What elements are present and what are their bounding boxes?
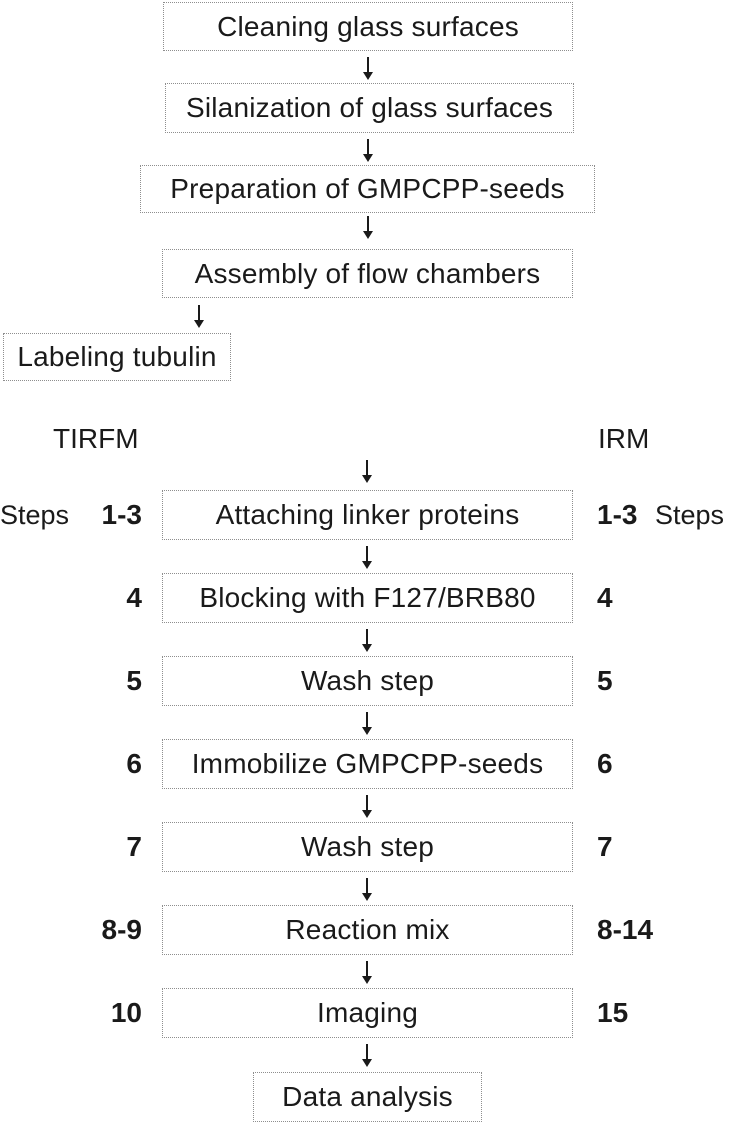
- flow-box-wash-step-1: Wash step: [162, 656, 573, 706]
- tirfm-step-number: 5: [126, 665, 142, 696]
- down-arrow-icon: [192, 305, 206, 328]
- irm-step-number: 15: [597, 997, 629, 1028]
- down-arrow-icon: [360, 546, 374, 569]
- flow-box-wash-step-2: Wash step: [162, 822, 573, 872]
- down-arrow-icon: [360, 795, 374, 818]
- down-arrow-icon: [360, 878, 374, 901]
- irm-step-number: 4: [597, 582, 613, 613]
- down-arrow-icon: [361, 57, 375, 80]
- flow-box-labeling-tubulin: Labeling tubulin: [3, 333, 231, 381]
- flow-box-immobilize-seeds: Immobilize GMPCPP-seeds: [162, 739, 573, 789]
- steps-word-right: Steps: [655, 499, 725, 530]
- tirfm-step-number: 1-3: [101, 499, 142, 530]
- column-header-irm: IRM: [598, 423, 650, 454]
- down-arrow-icon: [361, 216, 375, 239]
- flow-box-cleaning-glass: Cleaning glass surfaces: [163, 2, 573, 51]
- down-arrow-icon: [360, 629, 374, 652]
- irm-step-number: 5: [597, 665, 613, 696]
- flow-box-silanization: Silanization of glass surfaces: [165, 83, 574, 133]
- flow-box-data-analysis: Data analysis: [253, 1072, 482, 1122]
- flow-box-attaching-linker-proteins: Attaching linker proteins: [162, 490, 573, 540]
- down-arrow-icon: [360, 460, 374, 483]
- irm-step-number: 8-14: [597, 914, 654, 945]
- tirfm-step-number: 7: [126, 831, 142, 862]
- down-arrow-icon: [361, 139, 375, 162]
- irm-step-number: 6: [597, 748, 613, 779]
- irm-step-number: 7: [597, 831, 613, 862]
- flow-box-reaction-mix: Reaction mix: [162, 905, 573, 955]
- flow-box-flow-chamber-assembly: Assembly of flow chambers: [162, 249, 573, 298]
- down-arrow-icon: [360, 712, 374, 735]
- tirfm-step-number: 6: [126, 748, 142, 779]
- tirfm-step-number: 8-9: [101, 914, 142, 945]
- irm-step-number: 1-3: [597, 499, 638, 530]
- column-header-tirfm: TIRFM: [53, 423, 139, 454]
- down-arrow-icon: [360, 961, 374, 984]
- flow-box-imaging: Imaging: [162, 988, 573, 1038]
- down-arrow-icon: [360, 1044, 374, 1067]
- flow-box-gmpcpp-seed-preparation: Preparation of GMPCPP-seeds: [140, 165, 595, 213]
- tirfm-step-number: 10: [110, 997, 142, 1028]
- flow-box-blocking: Blocking with F127/BRB80: [162, 573, 573, 623]
- steps-word-left: Steps: [0, 499, 70, 530]
- tirfm-step-number: 4: [126, 582, 142, 613]
